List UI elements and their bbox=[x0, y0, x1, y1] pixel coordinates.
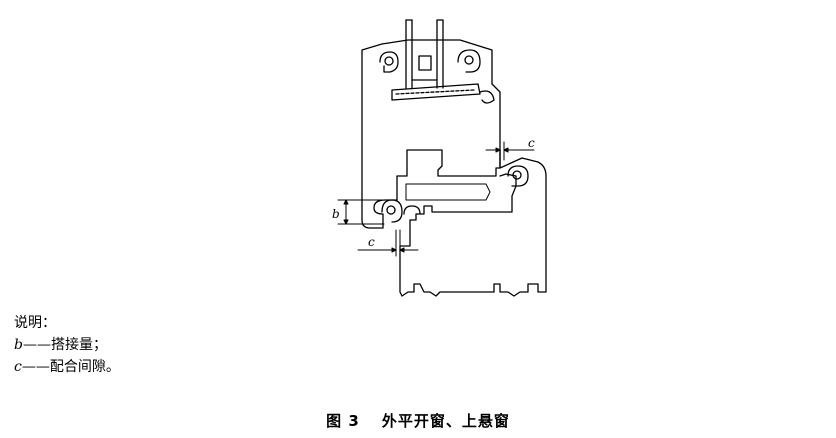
frame-profile bbox=[361, 39, 501, 229]
legend-text: 搭接量； bbox=[50, 337, 107, 353]
glazing-bead bbox=[391, 19, 495, 104]
top-gaskets bbox=[379, 49, 481, 73]
legend: 说明： b——搭接量； c——配合间隙。 bbox=[14, 312, 120, 378]
legend-dash: —— bbox=[21, 359, 50, 375]
legend-item-c: c——配合间隙。 bbox=[14, 356, 120, 378]
legend-symbol: b bbox=[14, 337, 23, 353]
dimension-top-gap bbox=[485, 141, 535, 161]
dimension-label-top-gap: c bbox=[528, 136, 535, 150]
legend-item-b: b——搭接量； bbox=[14, 334, 120, 356]
legend-dash: —— bbox=[22, 337, 51, 353]
dimension-bottom-gap bbox=[357, 229, 419, 257]
sash-profile bbox=[399, 149, 547, 297]
legend-heading: 说明： bbox=[14, 315, 56, 331]
dimension-overlap bbox=[337, 199, 385, 225]
figure-caption: 图 3 外平开窗、上悬窗 bbox=[0, 410, 836, 431]
mid-gaskets bbox=[381, 165, 529, 223]
figure-number: 图 3 bbox=[326, 412, 360, 430]
frame-chamber bbox=[405, 183, 491, 201]
legend-text: 配合间隙。 bbox=[49, 359, 120, 375]
window-section-drawing: c b c bbox=[332, 19, 547, 297]
dimension-label-overlap: b bbox=[332, 207, 340, 221]
legend-symbol: c bbox=[14, 359, 22, 375]
dimension-label-bottom-gap: c bbox=[368, 235, 375, 249]
figure-title: 外平开窗、上悬窗 bbox=[381, 412, 510, 430]
